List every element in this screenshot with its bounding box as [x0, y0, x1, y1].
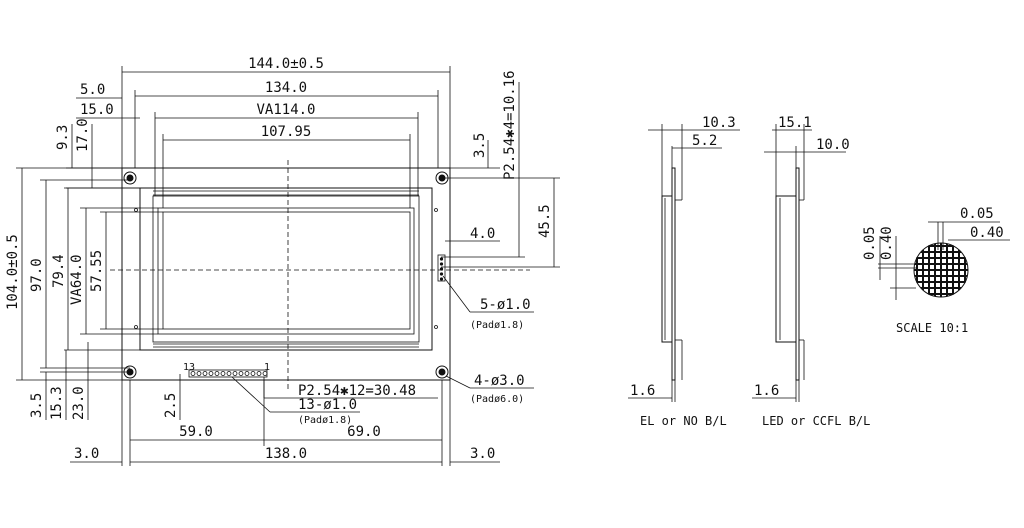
front-view [110, 160, 530, 392]
dim-dot-gap: 0.05 [960, 206, 994, 222]
bezel-outline [139, 187, 433, 351]
pcb-outline [121, 167, 451, 381]
bottom-pin [256, 371, 262, 376]
label-right-pins: 5-ø1.0 [480, 297, 531, 313]
caption-el: EL or NO B/L [640, 414, 727, 428]
dim-side-margin-right: 3.0 [470, 446, 495, 462]
bottom-pin-header [188, 369, 268, 378]
dim-bezel-height: 79.4 [51, 254, 67, 288]
label-pin-first: 13 [183, 362, 195, 373]
dim-el-total: 10.3 [702, 115, 736, 131]
dim-dot-gap-v: 0.05 [862, 226, 878, 260]
right-pin-header [437, 254, 446, 282]
dim-va-height: VA64.0 [69, 254, 85, 305]
bottom-pin [214, 371, 220, 376]
side-view-led: 15.1 10.0 1.6 LED or CCFL B/L [752, 115, 870, 428]
dim-edge-offset-1: 5.0 [80, 82, 105, 98]
dim-aa-height: 57.55 [89, 250, 105, 292]
dim-bottom-offset-3: 23.0 [71, 386, 87, 420]
bottom-pin [244, 371, 250, 376]
label-bottom-pins: 13-ø1.0 [298, 397, 357, 413]
bottom-pin [250, 371, 256, 376]
dim-right-pin-offset: 4.0 [470, 226, 495, 242]
side-view-el: 10.3 5.2 1.6 EL or NO B/L [628, 115, 740, 428]
bottom-pin [262, 371, 268, 376]
dim-aa-width: 107.95 [261, 124, 312, 140]
dim-led-total: 15.1 [778, 115, 812, 131]
el-panel [661, 195, 673, 343]
dim-dot-size: 0.40 [970, 225, 1004, 241]
mounting-hole-tl [123, 171, 137, 185]
dim-side-margin-left: 3.0 [74, 446, 99, 462]
dim-bottom-offset-2: 15.3 [49, 386, 65, 420]
viewing-area-outer [152, 195, 420, 343]
bottom-pin [238, 371, 244, 376]
dim-edge-offset-2: 15.0 [80, 102, 114, 118]
dim-dot-size-v: 0.40 [879, 226, 895, 260]
caption-led: LED or CCFL B/L [762, 414, 870, 428]
label-mount-holes-pad: (Padø6.0) [470, 394, 524, 405]
dim-pins-to-right: 69.0 [347, 424, 381, 440]
dim-right-pin-pitch: P2.54✱4=10.16 [502, 70, 518, 180]
dim-led-panel: 10.0 [816, 137, 850, 153]
dim-pin-row-offset: 2.5 [163, 393, 179, 418]
dim-overall-width: 144.0±0.5 [248, 56, 324, 72]
dim-el-panel: 5.2 [692, 133, 717, 149]
dim-hole-spacing: 138.0 [265, 446, 307, 462]
dim-overall-height: 104.0±0.5 [5, 234, 21, 310]
dot-detail: 0.05 0.40 0.05 0.40 SCALE 10:1 [862, 206, 1010, 335]
front-dimensions: 144.0±0.5 134.0 VA114.0 107.95 5.0 15.0 … [5, 56, 560, 466]
dim-pcb-height: 97.0 [29, 258, 45, 292]
dim-left-to-pins: 59.0 [179, 424, 213, 440]
dim-top-offset-1: 9.3 [55, 125, 71, 150]
bottom-pin [220, 371, 226, 376]
label-bottom-pins-pad: (Padø1.8) [298, 415, 352, 426]
bottom-pin [232, 371, 238, 376]
active-area [162, 211, 411, 330]
label-mount-holes: 4-ø3.0 [474, 373, 525, 389]
dim-bottom-offset-1: 3.5 [29, 393, 45, 418]
dim-led-pcb: 1.6 [754, 383, 779, 399]
bottom-pin [196, 371, 202, 376]
dim-right-top-offset: 3.5 [472, 133, 488, 158]
bottom-pin [226, 371, 232, 376]
dim-top-offset-2: 17.0 [75, 118, 91, 152]
label-right-pins-pad: (Padø1.8) [470, 320, 524, 331]
dim-va-width: VA114.0 [256, 102, 315, 118]
dim-right-pin-height: 45.5 [537, 204, 553, 238]
led-panel [775, 195, 797, 343]
detail-scale: SCALE 10:1 [896, 321, 968, 335]
dim-bottom-pitch: P2.54✱12=30.48 [298, 383, 416, 399]
bottom-pin [190, 371, 196, 376]
dot-grid [914, 243, 968, 297]
mounting-hole-br [435, 365, 449, 379]
viewing-area [157, 207, 415, 335]
dim-el-pcb: 1.6 [630, 383, 655, 399]
bottom-pin [208, 371, 214, 376]
dim-pcb-width: 134.0 [265, 80, 307, 96]
bottom-pin [202, 371, 208, 376]
label-pin-last: 1 [264, 362, 270, 373]
